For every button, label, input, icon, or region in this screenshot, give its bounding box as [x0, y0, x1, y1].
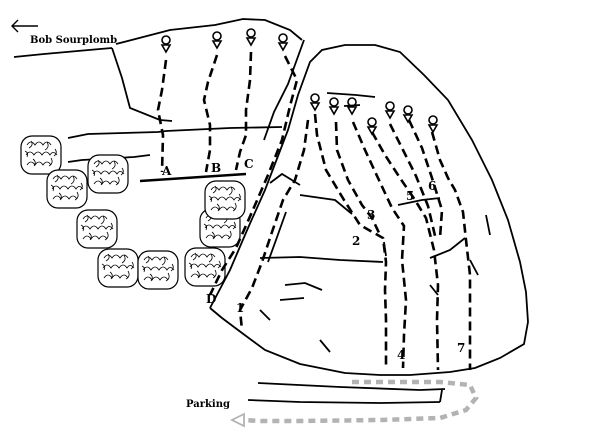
bushes [20, 135, 246, 290]
route-label-b: B [211, 161, 221, 175]
bush-icon [87, 154, 129, 194]
route-label-1: 1 [236, 301, 244, 315]
road [247, 382, 446, 404]
bush-icon [46, 169, 88, 209]
route-line-1 [238, 119, 310, 331]
approach-path [243, 379, 479, 424]
lower-off-anchor-icon [310, 93, 320, 111]
route-line-6 [388, 123, 438, 241]
lower-off-anchor-icon [329, 97, 339, 115]
route-label-3: 3 [367, 208, 375, 222]
route-line-3 [334, 121, 382, 236]
place-label-parking: Parking [186, 399, 230, 410]
route-letters: A B C D [161, 157, 254, 306]
lower-off-anchor-icon [212, 31, 222, 49]
route-numbers: 1 2 3 4 5 6 7 [236, 179, 465, 362]
route-line-2 [313, 113, 388, 365]
bush-icon [76, 209, 118, 249]
place-label-bob-sourplomb: Bob Sourplomb [30, 35, 117, 46]
route-line-b [202, 54, 219, 173]
lower-off-anchor-icon [246, 28, 256, 46]
route-line-7 [430, 131, 472, 370]
arrow-left-icon [11, 19, 38, 33]
route-line-a [156, 59, 168, 173]
lower-off-anchor-icon [161, 35, 171, 53]
route-line-4 [351, 121, 408, 369]
route-label-4: 4 [397, 348, 405, 362]
approach-arrow-icon [229, 412, 245, 428]
route-label-2: 2 [352, 234, 360, 248]
route-label-a: A [161, 164, 172, 178]
route-line-c [234, 51, 253, 171]
lower-off-anchor-icon [278, 33, 288, 51]
ledge [139, 172, 247, 183]
bush-icon [204, 180, 246, 220]
bush-icon [137, 250, 179, 290]
route-label-5: 5 [406, 189, 414, 203]
route-label-c: C [244, 157, 254, 171]
route-label-d: D [206, 292, 216, 306]
route-lines [156, 51, 472, 371]
route-label-7: 7 [457, 341, 465, 355]
anchors [161, 28, 438, 135]
route-line-5 [370, 131, 440, 371]
lower-off-anchor-icon [385, 101, 395, 119]
route-line-7b [407, 119, 444, 239]
lower-off-anchor-icon [428, 115, 438, 133]
lower-off-anchor-icon [403, 105, 413, 123]
route-label-6: 6 [428, 179, 436, 193]
bush-icon [97, 248, 139, 288]
ridge-lines [13, 18, 303, 163]
bush-icon [20, 135, 62, 175]
bush-icon [184, 247, 226, 287]
route-line-d [208, 55, 299, 296]
lower-off-anchor-icon [367, 117, 377, 135]
